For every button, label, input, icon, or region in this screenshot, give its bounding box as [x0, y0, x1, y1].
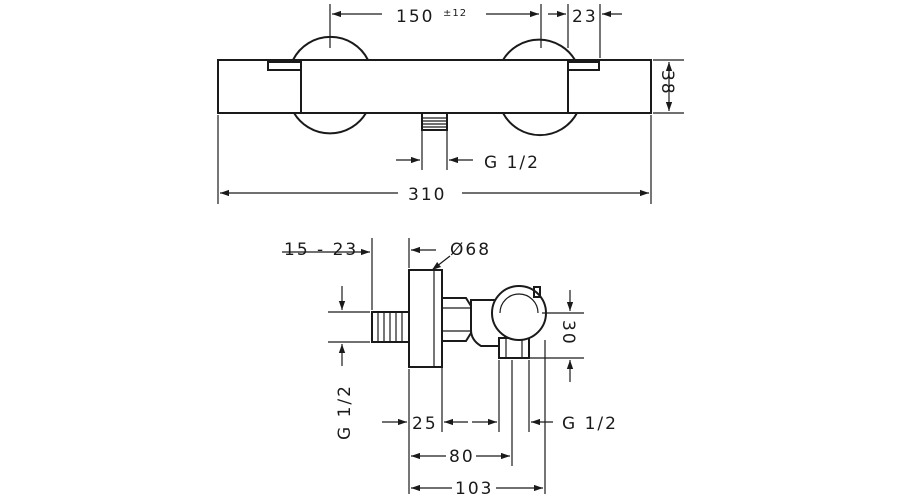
top-view: 150 ±12 23 38 G 1/2	[217, 4, 684, 205]
dim-103-label: 103	[455, 479, 493, 499]
left-handle	[267, 61, 302, 71]
dim-outlet-top-label: G 1/2	[484, 153, 540, 173]
dim-38-label: 38	[657, 70, 677, 96]
right-wall-disc	[502, 38, 578, 137]
dim-150: 150 ±12	[329, 4, 542, 48]
dim-80-label: 80	[449, 447, 475, 467]
side-view: 15 - 23 Ø68 G 1/2 30	[282, 238, 618, 499]
dim-25: 25	[382, 414, 468, 434]
dim-diameter: Ø68	[408, 238, 491, 271]
dim-30-label: 30	[558, 320, 578, 346]
dim-15-23: 15 - 23	[282, 238, 373, 313]
dim-15-23-label: 15 - 23	[284, 240, 358, 260]
dim-30: 30	[530, 290, 584, 382]
dim-310: 310	[217, 115, 652, 205]
wall-disc-side	[408, 269, 443, 368]
dim-23: 23	[548, 4, 622, 58]
dim-connection-label: G 1/2	[335, 384, 355, 440]
hex-nut	[441, 297, 472, 342]
dim-outlet-side: G 1/2	[472, 414, 618, 434]
dim-outlet-side-label: G 1/2	[562, 414, 618, 434]
knob-indicator	[533, 286, 541, 298]
dim-150-label: 150	[396, 7, 434, 27]
dim-38: 38	[653, 59, 684, 114]
dim-outlet-top: G 1/2	[396, 131, 540, 173]
dim-23-label: 23	[572, 7, 598, 27]
dim-diameter-label: Ø68	[450, 240, 491, 260]
dim-connection: G 1/2	[328, 341, 370, 440]
outlet-fitting	[498, 337, 530, 359]
dim-25-label: 25	[412, 414, 438, 434]
dim-103: 103	[411, 479, 543, 499]
dim-150-tolerance: ±12	[443, 8, 467, 19]
dim-310-label: 310	[408, 185, 446, 205]
dim-80: 80	[411, 447, 510, 467]
thermostat-body	[217, 59, 652, 114]
right-handle	[567, 61, 600, 71]
